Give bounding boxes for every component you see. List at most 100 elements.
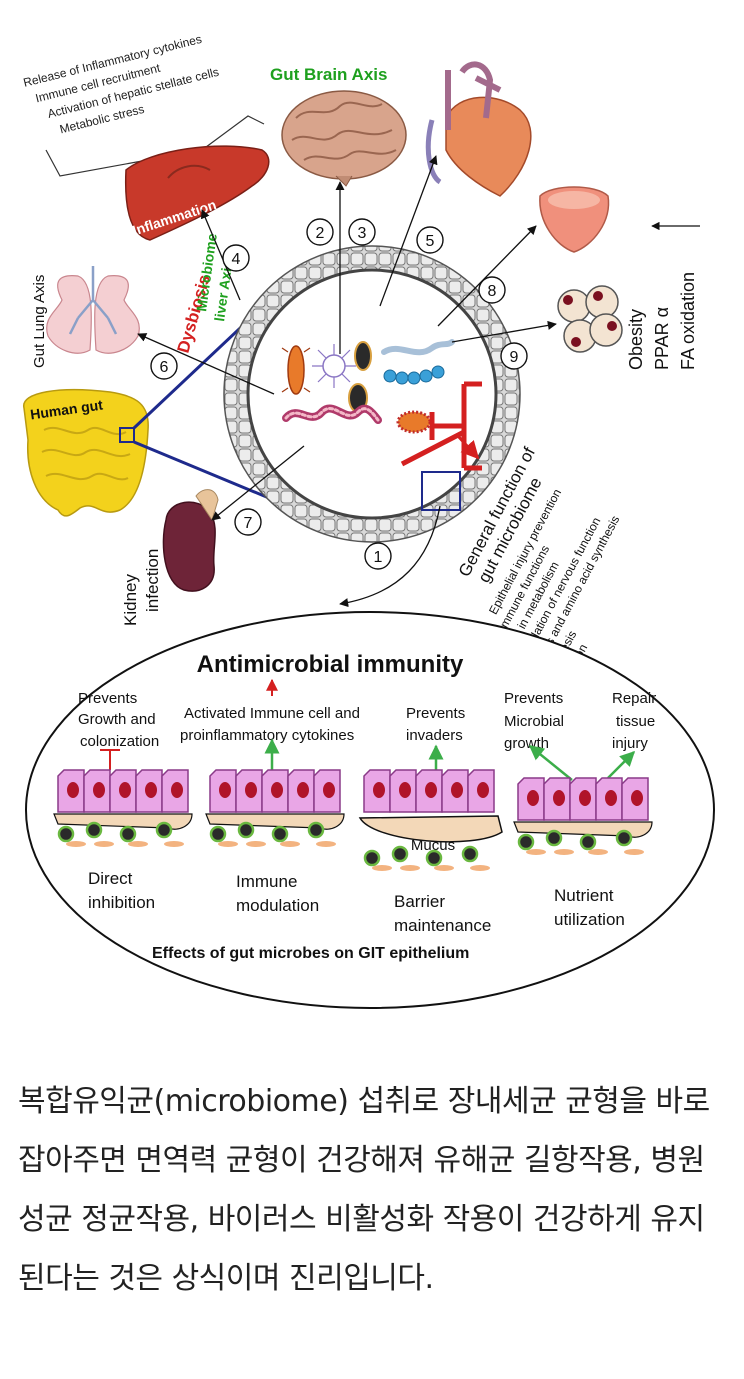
cell-nucleus bbox=[323, 782, 335, 798]
mucus-label: Mucus bbox=[411, 837, 455, 854]
bacterium-shadow bbox=[400, 865, 420, 871]
gut-brain-axis-label: Gut Brain Axis bbox=[270, 65, 387, 84]
bacterium-shadow bbox=[372, 865, 392, 871]
bacterium-shadow bbox=[316, 841, 336, 847]
bacterium-shadow bbox=[554, 849, 574, 855]
bacterium-shadow bbox=[66, 841, 86, 847]
cell-nucleus bbox=[605, 790, 617, 806]
gut-microbiome-diagram: Release of Inflammatory cytokines Immune… bbox=[22, 32, 715, 1009]
obesity-label: Obesity bbox=[626, 309, 646, 370]
cell-nucleus bbox=[67, 782, 79, 798]
pathway-numbers: 1 2 3 4 5 6 7 8 9 bbox=[150, 218, 528, 570]
liver-icon: Inflammation bbox=[124, 145, 270, 241]
ppar-label: PPAR α bbox=[652, 307, 672, 370]
cell-nucleus bbox=[399, 782, 411, 798]
cell-nucleus bbox=[477, 782, 489, 798]
panel4b-top-line1: Repair bbox=[612, 690, 656, 707]
bacterium-shadow bbox=[280, 841, 300, 847]
gut-bacterium bbox=[155, 821, 173, 839]
panel-immune-modulation bbox=[205, 769, 345, 847]
lungs-icon bbox=[46, 266, 140, 354]
bacterium-shadow bbox=[624, 849, 644, 855]
cell-nucleus bbox=[527, 790, 539, 806]
bladder-icon bbox=[539, 186, 610, 253]
cell-nucleus bbox=[271, 782, 283, 798]
cell-nucleus bbox=[93, 782, 105, 798]
fa-oxidation-label: FA oxidation bbox=[678, 272, 698, 370]
kidney-label-line2: infection bbox=[143, 549, 162, 612]
gut-bacterium bbox=[391, 845, 409, 863]
gut-lumen-ring bbox=[223, 245, 521, 543]
cell-nucleus bbox=[631, 790, 643, 806]
number-6: 6 bbox=[160, 359, 169, 376]
gut-bacterium bbox=[119, 825, 137, 843]
panel3-top-line1: Prevents bbox=[406, 705, 465, 722]
bacterium-shadow bbox=[246, 841, 266, 847]
panel2-top-line2: proinflammatory cytokines bbox=[180, 727, 354, 744]
bacterium-shadow bbox=[218, 841, 238, 847]
bacterium-shadow bbox=[526, 849, 546, 855]
number-2: 2 bbox=[316, 225, 325, 242]
cell-nucleus bbox=[579, 790, 591, 806]
bacterium-shadow bbox=[164, 841, 184, 847]
number-4: 4 bbox=[232, 251, 241, 268]
kidney-icon bbox=[162, 489, 219, 592]
cell-nucleus bbox=[553, 790, 565, 806]
obesity-labels: Obesity PPAR α FA oxidation bbox=[626, 272, 698, 370]
panel4a-top-line3: growth bbox=[504, 735, 549, 752]
gut-bacterium bbox=[57, 825, 75, 843]
gut-bacterium bbox=[461, 845, 479, 863]
number-5: 5 bbox=[426, 233, 435, 250]
inhibition-bracket bbox=[400, 381, 482, 471]
gut-bacterium bbox=[517, 833, 535, 851]
panel1-top-line1: Prevents bbox=[78, 690, 137, 707]
gut-bacterium bbox=[545, 829, 563, 847]
gut-bacterium bbox=[615, 829, 633, 847]
panel1-bottom-line1: Direct bbox=[88, 869, 133, 888]
bacterium-shadow bbox=[128, 841, 148, 847]
panel-arrows bbox=[100, 738, 636, 781]
cell-nucleus bbox=[297, 782, 309, 798]
panel-top-labels: Prevents Growth and colonization Activat… bbox=[78, 690, 656, 752]
inflammation-notes: Release of Inflammatory cytokines Immune… bbox=[22, 32, 220, 137]
gut-bacterium bbox=[237, 821, 255, 839]
fat-cells-icon bbox=[557, 285, 623, 353]
panel-bottom-labels: Direct inhibition Immune modulation Barr… bbox=[88, 869, 625, 935]
panel3-top-line2: invaders bbox=[406, 727, 463, 744]
panel4-bottom-line2: utilization bbox=[554, 910, 625, 929]
gut-bacterium bbox=[363, 849, 381, 867]
gut-zoom-box bbox=[119, 427, 135, 443]
gut-lung-axis-label: Gut Lung Axis bbox=[31, 275, 48, 368]
bacterium-shadow bbox=[434, 865, 454, 871]
gut-bacterium bbox=[271, 825, 289, 843]
gut-bacterium bbox=[307, 821, 325, 839]
panel2-bottom-line1: Immune bbox=[236, 872, 297, 891]
gut-bacterium bbox=[209, 825, 227, 843]
panel4a-top-line2: Microbial bbox=[504, 713, 564, 730]
cell-nucleus bbox=[219, 782, 231, 798]
panel3-bottom-line2: maintenance bbox=[394, 916, 491, 935]
panel4b-top-line2: tissue bbox=[616, 713, 655, 730]
panel1-bottom-line2: inhibition bbox=[88, 893, 155, 912]
number-1: 1 bbox=[374, 549, 383, 566]
epithelium-panels: Mucus bbox=[53, 769, 653, 871]
human-gut-icon: Human gut bbox=[23, 388, 149, 517]
gut-bacterium bbox=[85, 821, 103, 839]
brain-icon bbox=[281, 90, 407, 187]
panel4-bottom-line1: Nutrient bbox=[554, 886, 614, 905]
number-9: 9 bbox=[510, 349, 519, 366]
cell-nucleus bbox=[171, 782, 183, 798]
panel1-top-line2: Growth and bbox=[78, 711, 156, 728]
cell-nucleus bbox=[119, 782, 131, 798]
bacterium-shadow bbox=[94, 841, 114, 847]
gut-bacterium bbox=[579, 833, 597, 851]
number-7: 7 bbox=[244, 515, 253, 532]
cell-nucleus bbox=[145, 782, 157, 798]
bacterium-shadow bbox=[588, 849, 608, 855]
microbes-cluster bbox=[281, 339, 455, 434]
number-8: 8 bbox=[488, 283, 497, 300]
heart-icon bbox=[425, 61, 532, 197]
korean-caption: 복합유익균(microbiome) 섭취로 장내세균 균형을 바로잡아주면 면역… bbox=[18, 1084, 710, 1296]
panel3-bottom-line1: Barrier bbox=[394, 892, 445, 911]
panel-barrier-maintenance: Mucus bbox=[358, 769, 503, 871]
